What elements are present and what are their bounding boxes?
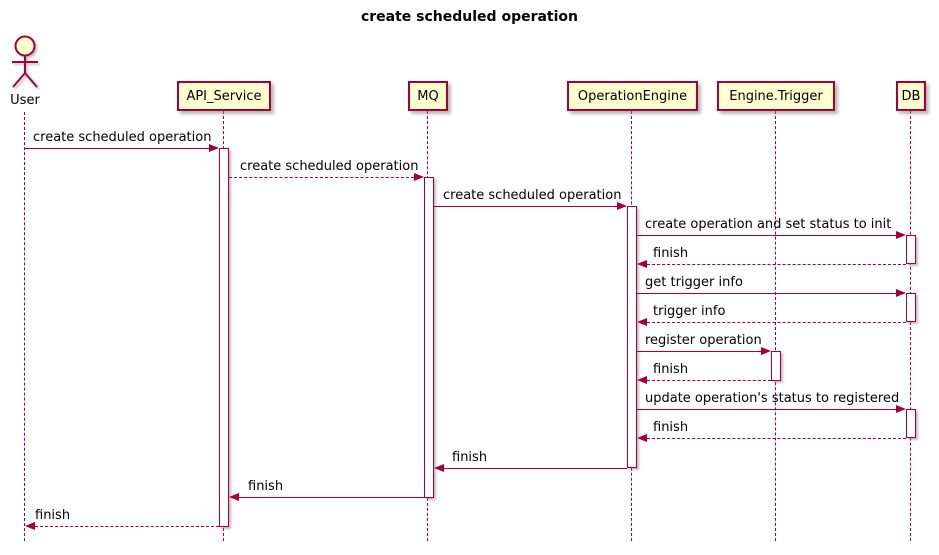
arrowhead-icon [761,347,771,355]
arrowhead-icon [434,464,444,472]
user-actor-icon [12,35,38,88]
activation-bar-api-service [219,148,229,527]
participant-label: DB [901,88,921,104]
participant-label: MQ [417,88,439,104]
activation-bar-db [906,293,916,322]
activation-bar-db [906,409,916,438]
message-label: create scheduled operation [240,159,419,174]
message-line [637,409,896,410]
message-line [25,148,209,149]
message-label: create operation and set status to init [645,217,892,232]
arrowhead-icon [896,405,906,413]
message-label: trigger info [653,304,726,319]
arrowhead-icon [25,522,35,530]
diagram-title: create scheduled operation [360,9,579,25]
arrowhead-icon [209,144,219,152]
message-line [647,322,906,323]
lifeline-db [910,111,911,541]
lifeline-user [24,112,25,541]
arrowhead-icon [896,231,906,239]
message-line [229,177,414,178]
participant-label: OperationEngine [577,88,688,104]
message-line [35,526,219,527]
message-label: register operation [645,333,762,348]
arrowhead-icon [414,173,424,181]
message-label: update operation's status to registered [645,391,900,406]
activation-bar-mq [424,177,434,498]
message-line [647,264,906,265]
message-label: finish [653,420,689,435]
message-label: create scheduled operation [33,130,212,145]
arrowhead-icon [617,202,627,210]
message-label: finish [248,479,284,494]
message-label: finish [452,450,488,465]
message-line [239,497,424,498]
actor-label-user: User [10,93,40,108]
activation-bar-operation-engine [627,206,637,468]
message-line [444,468,627,469]
message-line [647,380,771,381]
participant-mq: MQ [408,81,448,111]
arrowhead-icon [637,318,647,326]
message-line [434,206,617,207]
participant-operation-engine: OperationEngine [567,81,698,111]
arrowhead-icon [637,376,647,384]
arrowhead-icon [637,434,647,442]
participant-engine-trigger: Engine.Trigger [717,81,835,111]
activation-bar-db [906,235,916,264]
message-line [637,293,896,294]
participant-api-service: API_Service [177,81,271,111]
message-label: finish [653,362,689,377]
lifeline-engine-trigger [775,111,776,541]
message-label: get trigger info [645,275,743,290]
message-label: create scheduled operation [443,188,622,203]
arrowhead-icon [637,260,647,268]
arrowhead-icon [896,289,906,297]
message-line [637,235,896,236]
message-line [637,351,761,352]
participant-label: Engine.Trigger [729,88,823,104]
message-line [647,438,906,439]
activation-bar-engine-trigger [771,351,781,381]
arrowhead-icon [229,493,239,501]
participant-label: API_Service [186,88,262,104]
message-label: finish [35,508,71,523]
participant-db: DB [896,81,926,111]
message-label: finish [653,246,689,261]
